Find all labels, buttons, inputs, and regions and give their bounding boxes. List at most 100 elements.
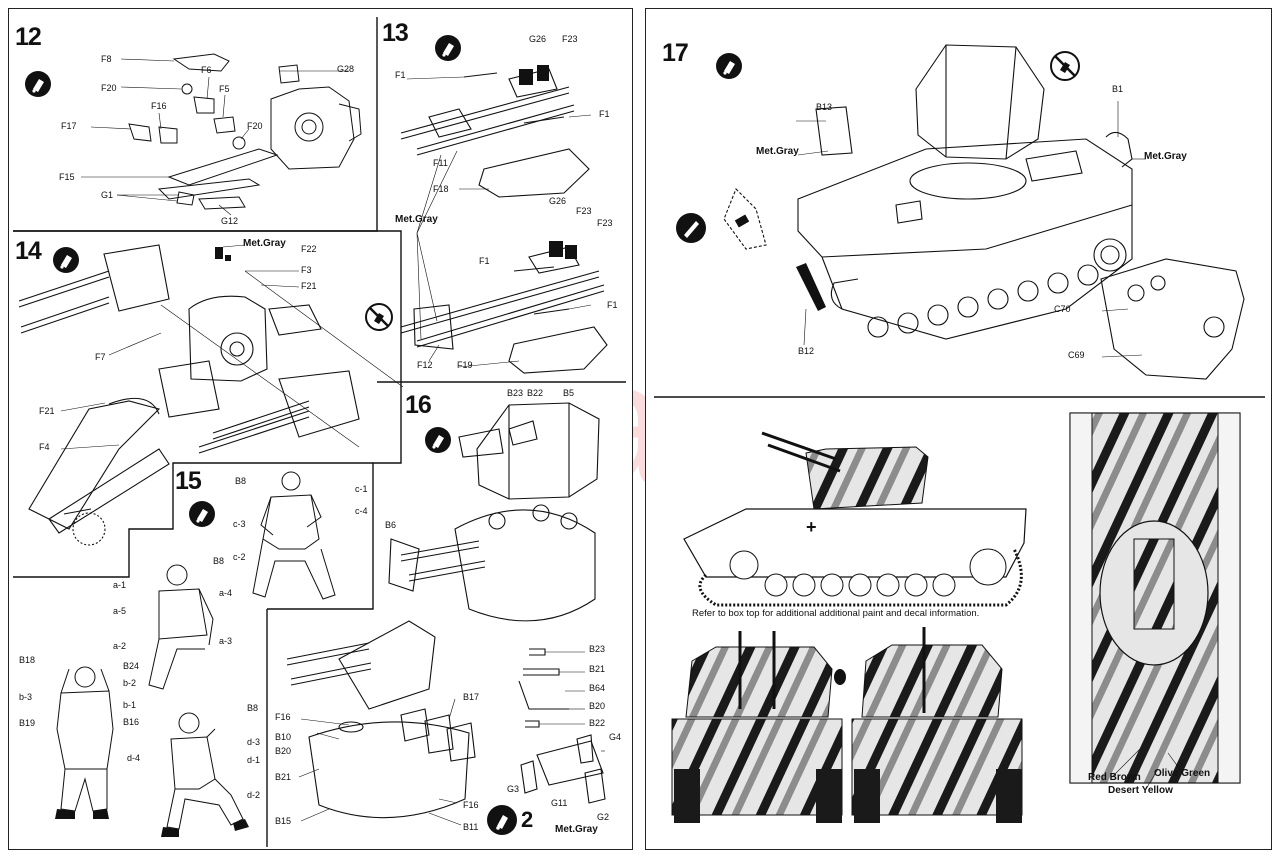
part-label: F5 [219,84,230,94]
paint-icon [676,213,706,243]
part-label: d-1 [247,755,261,765]
part-label: F1 [599,109,610,119]
part-label: B8 [213,556,225,566]
part-label: C70 [1054,304,1071,314]
part-label: c-3 [233,519,246,529]
part-label: B20 [275,746,292,756]
part-label: d-2 [247,790,261,800]
svg-text:+: + [806,517,817,537]
right-instruction-page: 17 [645,8,1272,850]
part-label: F3 [301,265,312,275]
part-label: B13 [816,102,833,112]
met-gray-paint-label: Met.Gray [243,238,286,249]
part-label: B64 [589,683,606,693]
glue-icon [716,53,742,79]
part-label: c-4 [355,506,368,516]
part-label: B10 [275,732,292,742]
rear-view-tank [851,627,1023,823]
part-label: F12 [417,360,433,370]
part-label: F16 [151,101,167,111]
desert-yellow-paint-label: Desert Yellow [1108,785,1173,796]
step-17-number: 17 [662,39,689,67]
part-label: F11 [433,158,448,168]
part-label: B21 [589,664,606,674]
part-label: B23 [589,644,606,654]
step-17-hull-turret-drawing [723,44,1245,380]
glue-icon [425,427,451,453]
olive-green-paint-label: Olive Green [1154,768,1211,779]
part-label: G3 [507,784,520,794]
right-page-divider [654,396,1265,398]
part-label: C69 [1068,350,1085,360]
part-label: G12 [221,216,239,226]
part-label: d-4 [127,753,141,763]
part-label: c-1 [355,484,368,494]
part-label: B17 [463,692,480,702]
met-gray-paint-label: Met.Gray [1144,151,1187,162]
part-label: F23 [597,218,613,228]
part-label: B20 [589,701,606,711]
part-label: F15 [59,172,75,182]
red-brown-paint-label: Red Brown [1088,772,1141,783]
part-label: F7 [95,352,106,362]
glue-icon [435,35,461,61]
part-label: d-3 [247,737,261,747]
part-label: G28 [337,64,355,74]
part-label: B22 [527,388,544,398]
step-16-number: 16 [405,391,432,419]
part-label: F1 [479,256,490,266]
glue-icon [189,501,215,527]
glue-icon [487,805,517,835]
part-label: B8 [235,476,247,486]
met-gray-paint-label: Met.Gray [555,824,598,835]
part-label: B11 [463,822,479,832]
part-label: B1 [1112,84,1124,94]
paint-note: Refer to box top for additional addition… [692,608,980,619]
part-label: F1 [395,70,406,80]
no-glue-icon [365,303,393,331]
part-label: F6 [201,65,212,75]
part-label: F17 [61,121,77,131]
step-15-number: 15 [175,467,202,495]
part-label: F4 [39,442,50,452]
part-label: B16 [123,717,140,727]
part-label: F18 [433,184,449,194]
no-glue-icon [1050,51,1080,81]
step-13-gun-assembly-drawing [400,65,608,374]
met-gray-paint-label: Met.Gray [395,214,438,225]
left-instruction-page: 12 F8 [8,8,633,850]
part-label: B12 [798,346,815,356]
part-label: B8 [247,703,259,713]
part-label: b-2 [123,678,137,688]
step-12-assembly-drawing [81,53,362,216]
part-label: a-2 [113,641,127,651]
part-label: a-5 [113,606,127,616]
part-label: B24 [123,661,140,671]
part-label: G26 [549,196,567,206]
part-label: F8 [101,54,112,64]
part-label: B18 [19,655,36,665]
part-label: B19 [19,718,36,728]
part-label: B15 [275,816,292,826]
part-label: F20 [101,83,117,93]
part-label: B21 [275,772,292,782]
part-label: F23 [576,206,592,216]
part-label: G1 [101,190,114,200]
part-label: b-1 [123,700,137,710]
front-view-tank [671,631,846,823]
part-label: F20 [247,121,263,131]
top-view-tank [1069,412,1241,784]
part-label: c-2 [233,552,246,562]
left-page-panel-borders [13,17,626,847]
part-label: b-3 [19,692,33,702]
part-label: B22 [589,718,606,728]
step-16-turret-assembly-drawing [286,402,606,826]
glue-icon [25,71,51,97]
side-view-tank: + [683,431,1027,607]
glue-icon [53,247,79,273]
step-15-crew-figures-drawing [55,471,336,837]
step-14-number: 14 [15,237,42,265]
part-label: F23 [562,34,578,44]
part-label: F16 [463,800,479,810]
met-gray-paint-label: Met.Gray [756,146,799,157]
